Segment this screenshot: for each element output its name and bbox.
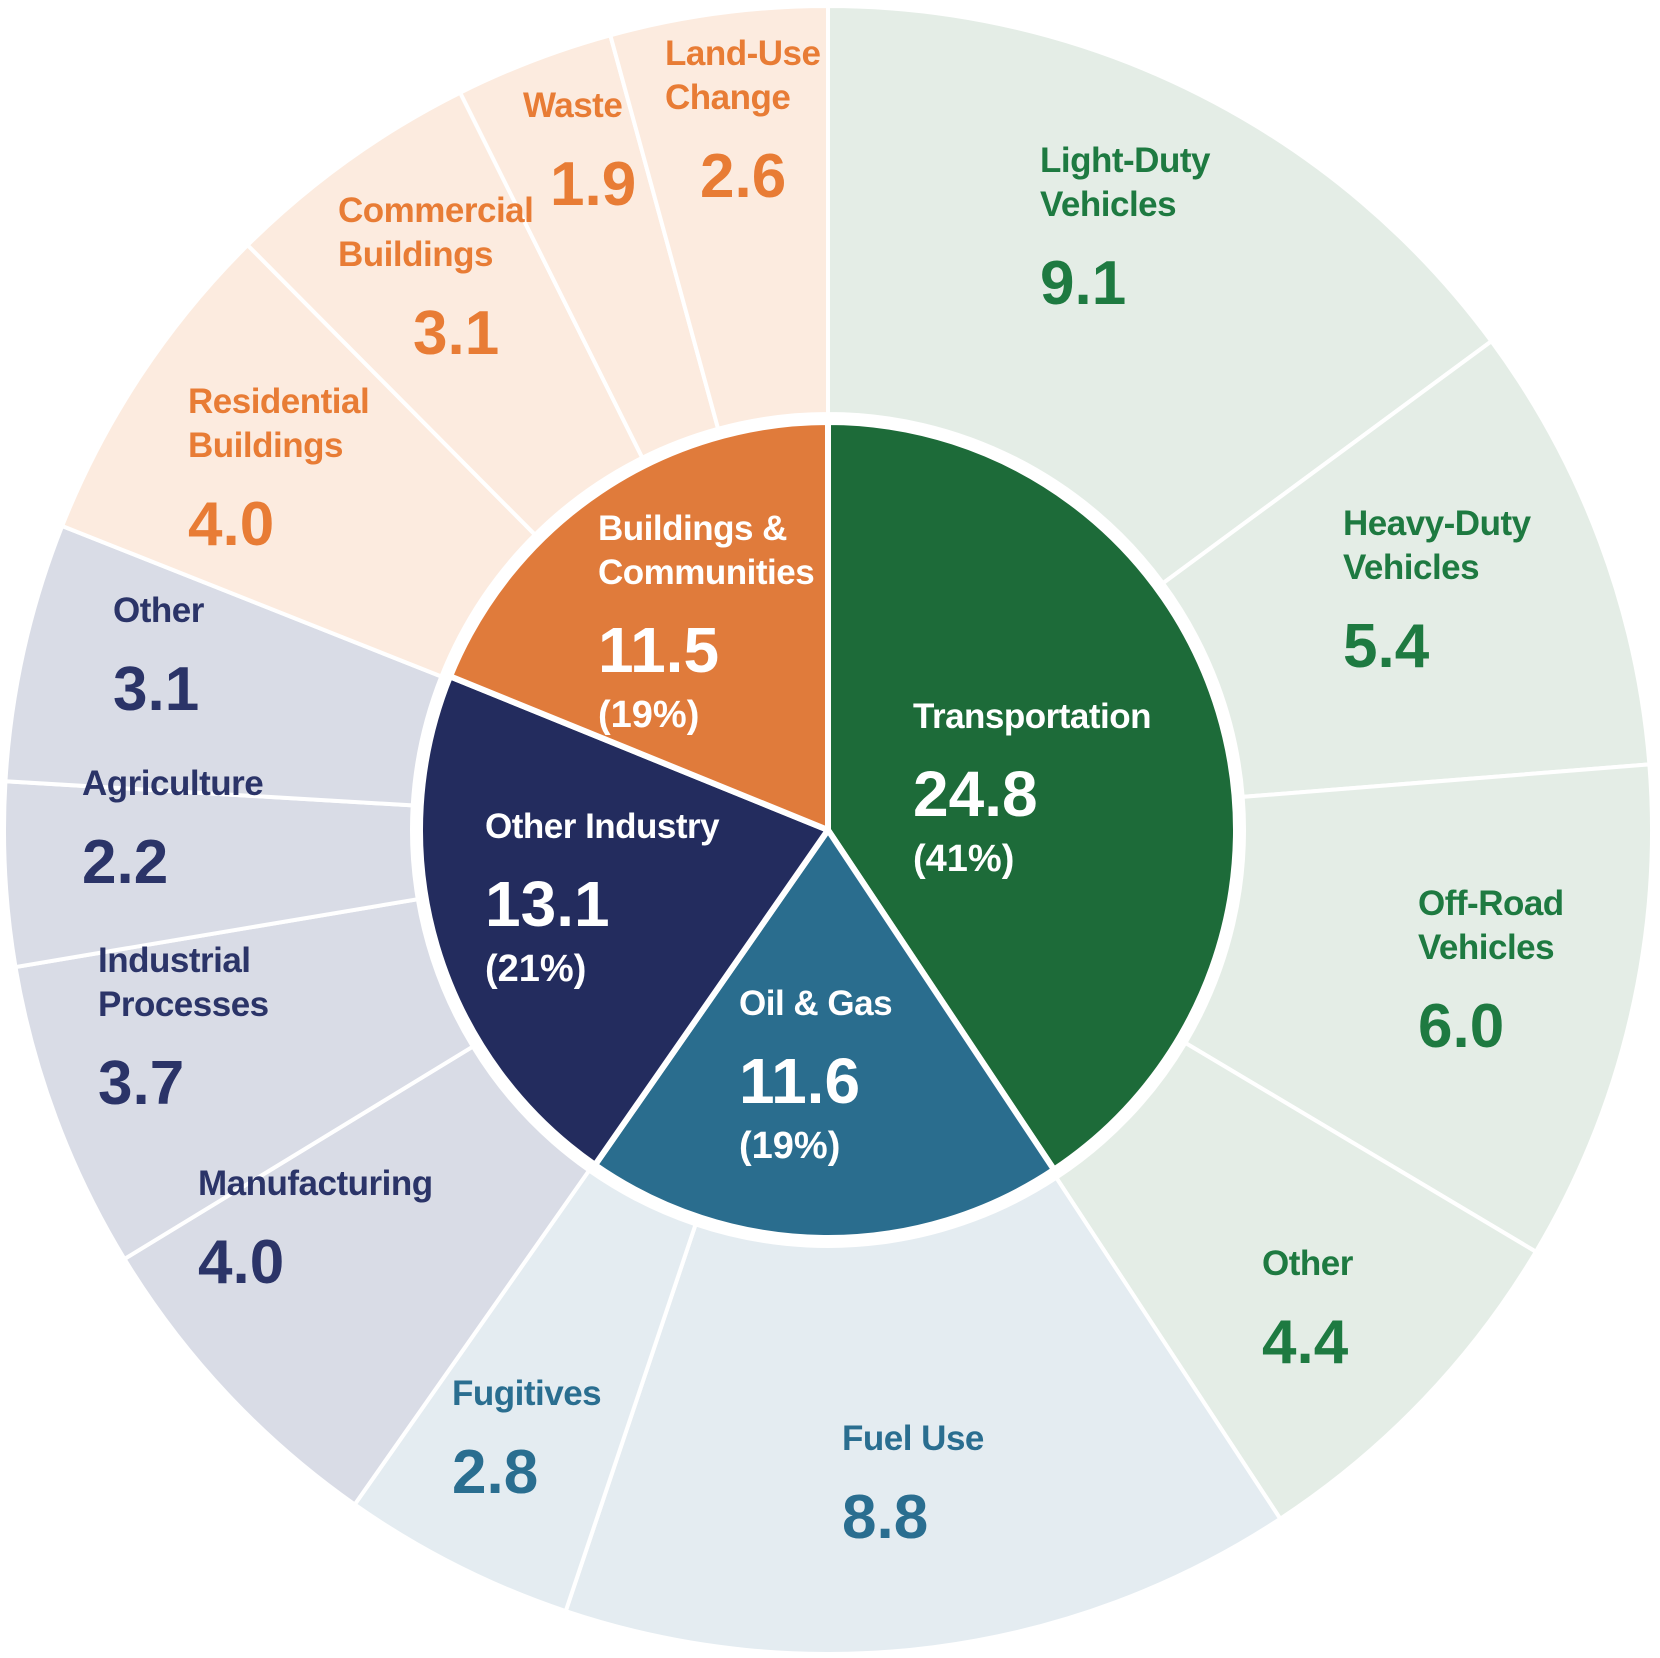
- segment-land_use: [607, 3, 830, 432]
- segment-light_duty: [826, 3, 1495, 587]
- segment-other_industry: [417, 673, 831, 1168]
- segment-buildings: [447, 419, 831, 833]
- inner-ring: [417, 419, 1240, 1241]
- segment-oil_gas: [592, 827, 1058, 1241]
- segment-fuel_use: [563, 1174, 1284, 1656]
- segment-heavy_duty: [1160, 338, 1652, 800]
- outer-ring: [2, 3, 1654, 1656]
- segment-off_road: [1182, 762, 1654, 1255]
